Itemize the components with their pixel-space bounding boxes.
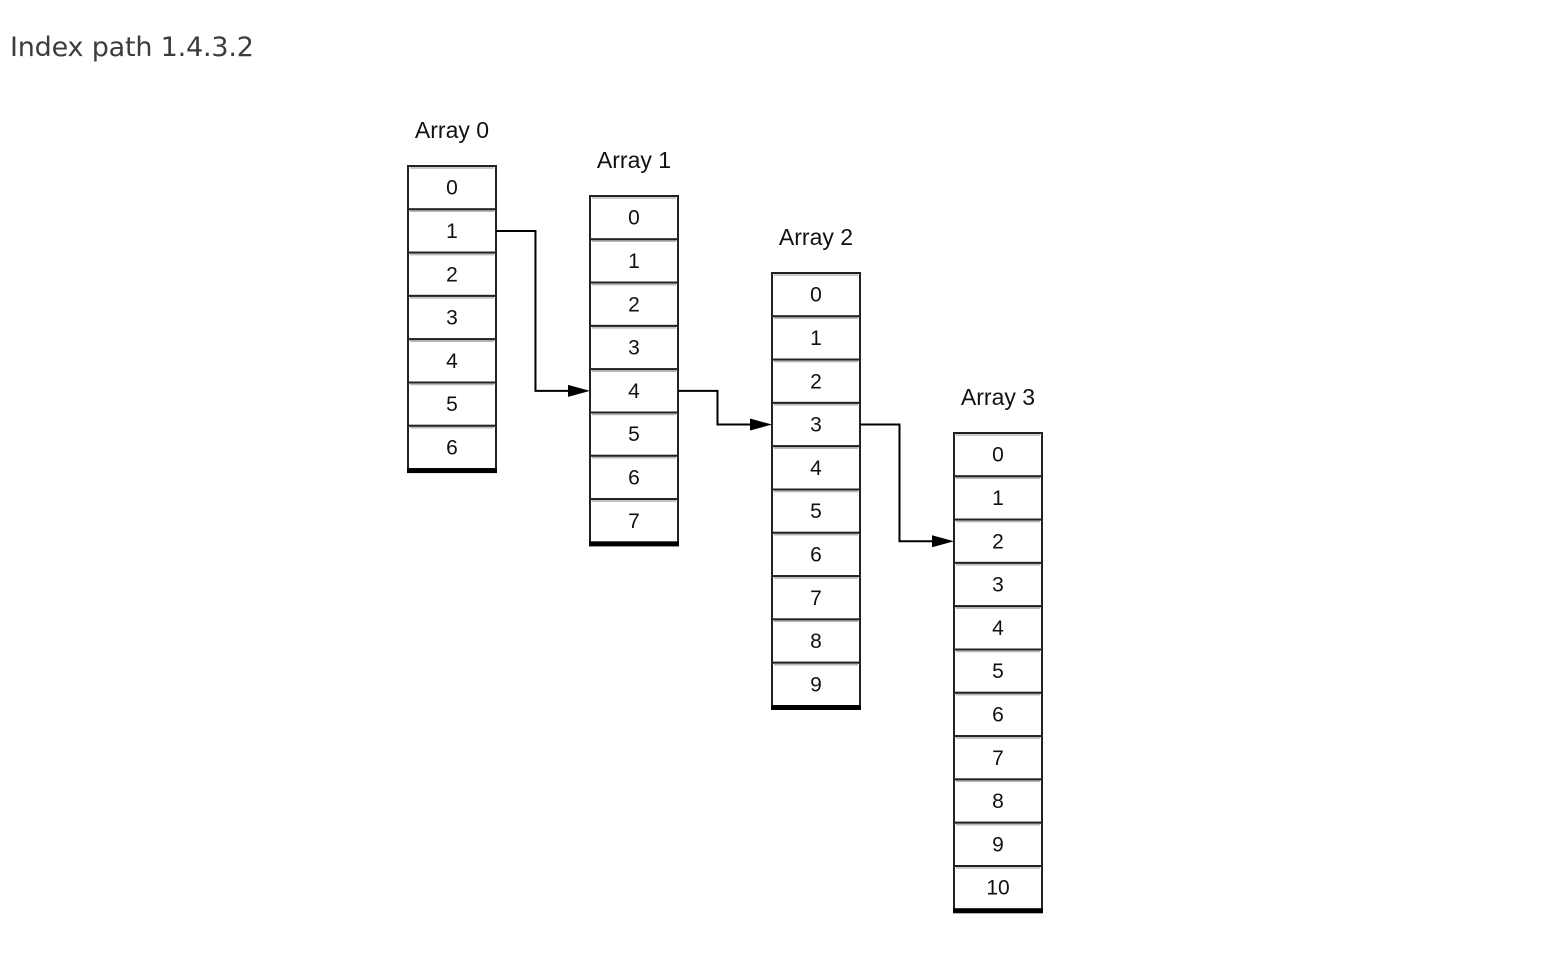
cell-index-text: 1 (628, 250, 640, 273)
array-cell: 7 (771, 575, 861, 621)
array-label: Array 3 (961, 384, 1035, 410)
link-arrow-2 (860, 423, 954, 548)
array-cell: 0 (589, 195, 679, 241)
array-cell: 4 (771, 445, 861, 491)
array-cell: 2 (953, 518, 1043, 564)
link-arrow-1 (678, 389, 772, 431)
cell-index-text: 0 (810, 284, 822, 307)
array-label: Array 0 (415, 117, 489, 143)
array-cell: 1 (953, 475, 1043, 521)
array-end-bar (953, 908, 1043, 914)
cell-index-text: 7 (992, 747, 1004, 770)
cell-index-text: 3 (810, 414, 822, 437)
array-cell: 0 (771, 272, 861, 318)
array-cell: 3 (407, 294, 497, 341)
cell-index-text: 2 (992, 530, 1004, 553)
cell-index-text: 3 (992, 574, 1004, 597)
arrowhead-icon (932, 535, 954, 548)
cell-index-text: 2 (628, 293, 640, 316)
cell-index-text: 0 (992, 444, 1004, 467)
cell-index-text: 3 (446, 307, 458, 330)
array-cell: 3 (771, 401, 861, 448)
cell-index-text: 1 (446, 220, 458, 243)
array-cell: 10 (953, 865, 1043, 911)
array-2: Array 2 0 1 2 3 4 5 6 7 8 9 (771, 224, 861, 710)
array-end-bar (589, 541, 679, 547)
cell-index-text: 2 (810, 370, 822, 393)
array-cell: 9 (771, 661, 861, 708)
array-cell: 4 (407, 338, 497, 384)
connector-line (860, 423, 934, 543)
array-end-bar (407, 468, 497, 474)
cell-index-text: 5 (446, 393, 458, 416)
array-cell: 7 (953, 735, 1043, 781)
connector-line (496, 229, 570, 392)
cell-index-text: 1 (810, 327, 822, 350)
array-cell: 6 (589, 454, 679, 501)
arrowhead-icon (568, 384, 590, 397)
arrowhead-icon (750, 418, 772, 431)
cell-index-text: 7 (810, 587, 822, 610)
array-0: Array 0 0 1 2 3 4 5 6 (407, 117, 497, 474)
array-cell: 6 (407, 424, 497, 471)
cell-index-text: 0 (446, 177, 458, 200)
array-cell: 5 (771, 488, 861, 534)
array-cell: 0 (407, 165, 497, 211)
page-title: Index path 1.4.3.2 (10, 32, 254, 63)
array-cell: 8 (771, 618, 861, 664)
cell-index-text: 6 (992, 703, 1004, 726)
array-cell: 0 (953, 432, 1043, 478)
array-label: Array 1 (597, 147, 671, 173)
array-cell: 6 (771, 531, 861, 578)
cell-index-text: 0 (628, 207, 640, 230)
array-cell: 9 (953, 821, 1043, 868)
cell-index-text: 6 (810, 543, 822, 566)
cell-index-text: 4 (628, 380, 640, 403)
array-cell: 3 (589, 324, 679, 371)
cell-index-text: 3 (628, 337, 640, 360)
array-label: Array 2 (779, 224, 853, 250)
array-cell: 2 (589, 281, 679, 327)
cell-index-text: 8 (810, 630, 822, 653)
array-cell: 5 (953, 648, 1043, 694)
cell-index-text: 9 (810, 673, 822, 696)
array-cell: 5 (589, 411, 679, 457)
array-end-bar (771, 705, 861, 710)
cell-index-text: 1 (992, 487, 1004, 510)
array-cell: 2 (771, 358, 861, 404)
array-cell: 2 (407, 251, 497, 297)
cell-index-text: 5 (992, 660, 1004, 683)
array-1: Array 1 0 1 2 3 4 5 6 7 (589, 147, 679, 547)
cell-index-text: 7 (628, 510, 640, 533)
cell-index-text: 2 (446, 263, 458, 286)
array-cell: 7 (589, 498, 679, 544)
array-cell: 3 (953, 561, 1043, 608)
array-cell: 5 (407, 381, 497, 427)
array-cell: 1 (589, 238, 679, 284)
array-3: Array 3 0 1 2 3 4 5 6 7 8 9 10 (953, 384, 1043, 914)
array-cell: 4 (953, 605, 1043, 651)
cell-index-text: 4 (446, 350, 458, 373)
array-cell: 4 (589, 368, 679, 414)
cell-index-text: 9 (992, 833, 1004, 856)
array-cell: 8 (953, 778, 1043, 824)
connector-line (678, 389, 752, 426)
cell-index-text: 5 (628, 423, 640, 446)
cell-index-text: 5 (810, 500, 822, 523)
cell-index-text: 4 (810, 457, 822, 480)
cell-index-text: 10 (986, 877, 1009, 900)
array-cell: 1 (407, 208, 497, 254)
array-cell: 1 (771, 315, 861, 361)
cell-index-text: 6 (446, 436, 458, 459)
cell-index-text: 4 (992, 617, 1004, 640)
cell-index-text: 6 (628, 466, 640, 489)
link-arrow-0 (496, 229, 590, 397)
cell-index-text: 8 (992, 790, 1004, 813)
array-cell: 6 (953, 691, 1043, 738)
